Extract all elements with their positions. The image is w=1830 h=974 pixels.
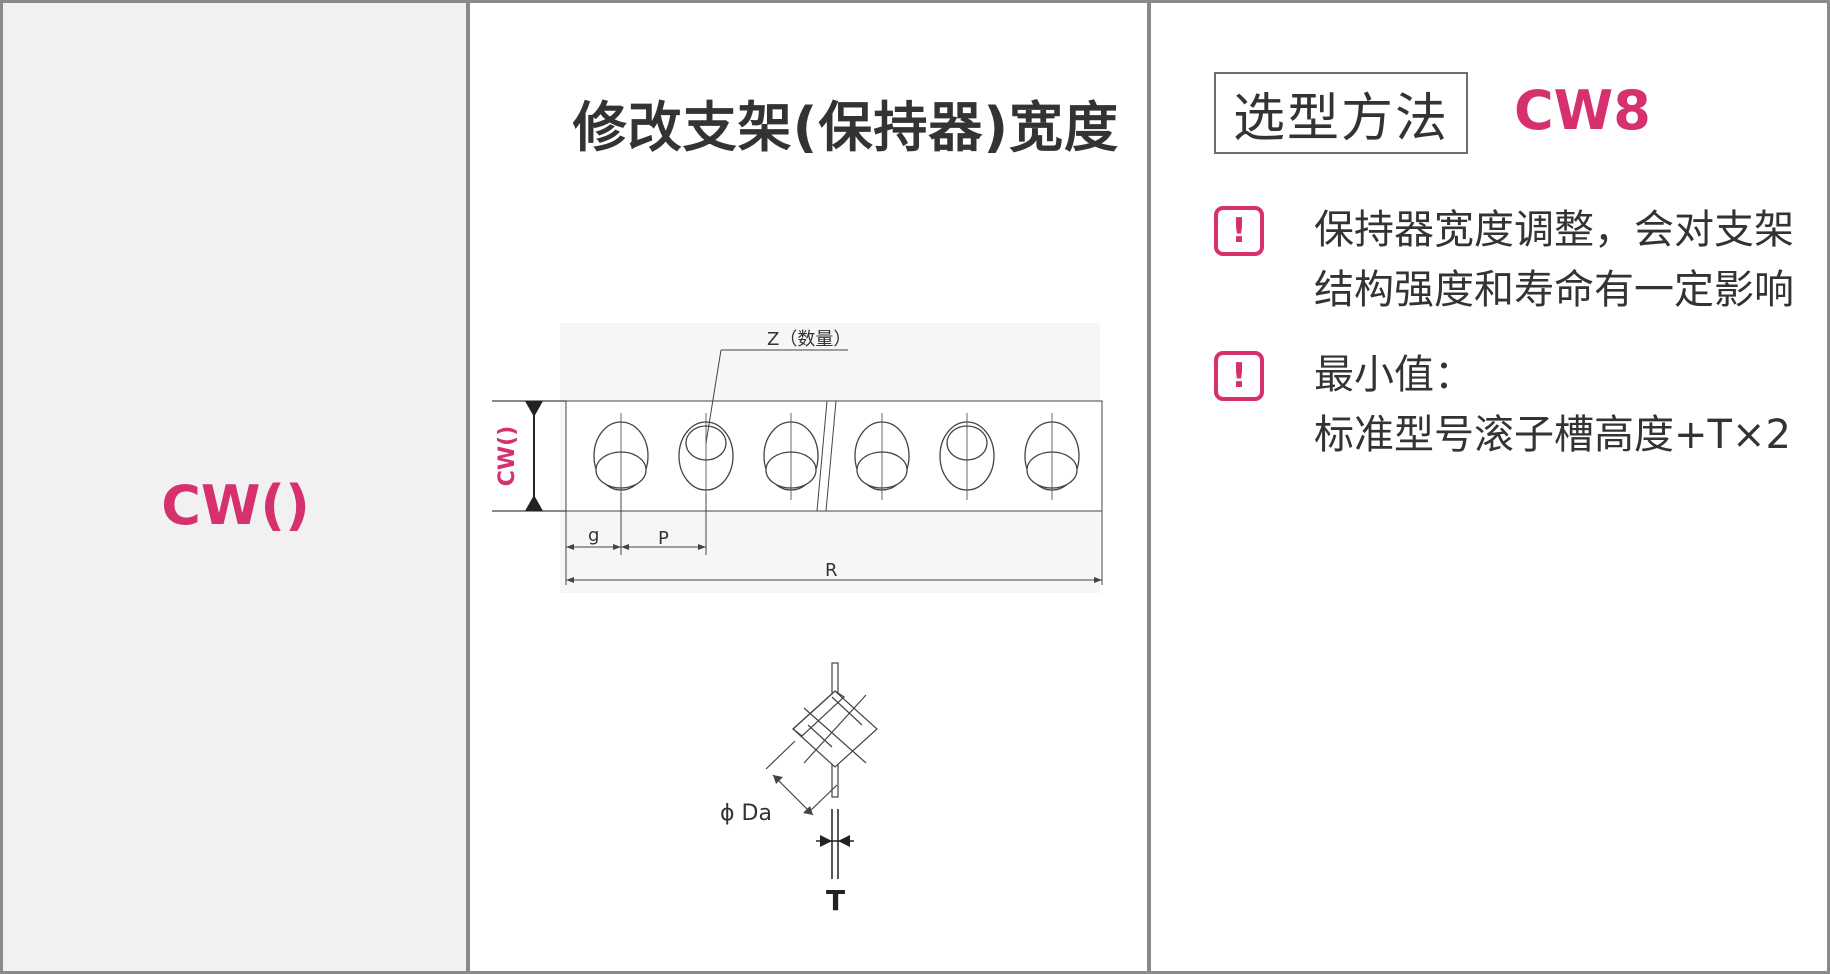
- diagram-panel: 修改支架(保持器)宽度: [470, 3, 1151, 971]
- note-line: 标准型号滚子槽高度+T×2: [1314, 412, 1791, 458]
- note-line: 最小值：: [1314, 352, 1474, 398]
- code-panel: CW(): [3, 3, 470, 971]
- p-label: P: [658, 528, 669, 549]
- roller-pocket: [1024, 413, 1080, 500]
- width-dimension: [492, 400, 566, 512]
- method-label-box: 选型方法: [1214, 72, 1468, 154]
- quantity-leader: [705, 349, 848, 444]
- da-arrows: [773, 775, 813, 815]
- roller-pocket: [763, 413, 819, 500]
- method-panel: 选型方法 CW8 ! 保持器宽度调整，会对支架 结构强度和寿命有一定影响 ! 最…: [1151, 3, 1827, 971]
- note-text: 保持器宽度调整，会对支架 结构强度和寿命有一定影响: [1314, 200, 1794, 320]
- cage-section: [765, 662, 878, 816]
- note-line: 结构强度和寿命有一定影响: [1314, 267, 1794, 313]
- break-mark: [816, 400, 837, 512]
- da-label: ϕ Da: [720, 801, 772, 826]
- note-line: 保持器宽度调整，会对支架: [1314, 207, 1794, 253]
- roller-pocket: [939, 413, 995, 500]
- exclamation-icon: !: [1214, 206, 1264, 256]
- cage-diagram: Z（数量） CW(): [492, 323, 1103, 917]
- pitch-dimension: [565, 493, 1103, 585]
- roller-pocket: [854, 413, 910, 500]
- g-label: g: [588, 525, 599, 546]
- method-code: CW8: [1514, 79, 1651, 142]
- r-label: R: [825, 560, 838, 581]
- exclamation-icon: !: [1214, 351, 1264, 401]
- dimension-arrows: [566, 544, 1102, 583]
- t-label: T: [826, 884, 845, 917]
- thickness-arrows: [820, 835, 850, 847]
- panel-title: 修改支架(保持器)宽度: [572, 96, 1119, 159]
- quantity-label: Z（数量）: [767, 329, 851, 350]
- width-label: CW(): [495, 426, 520, 487]
- roller-pocket: [593, 413, 649, 500]
- note-text: 最小值： 标准型号滚子槽高度+T×2: [1314, 345, 1791, 465]
- option-code: CW(): [161, 473, 310, 537]
- roller-pocket: [678, 413, 734, 500]
